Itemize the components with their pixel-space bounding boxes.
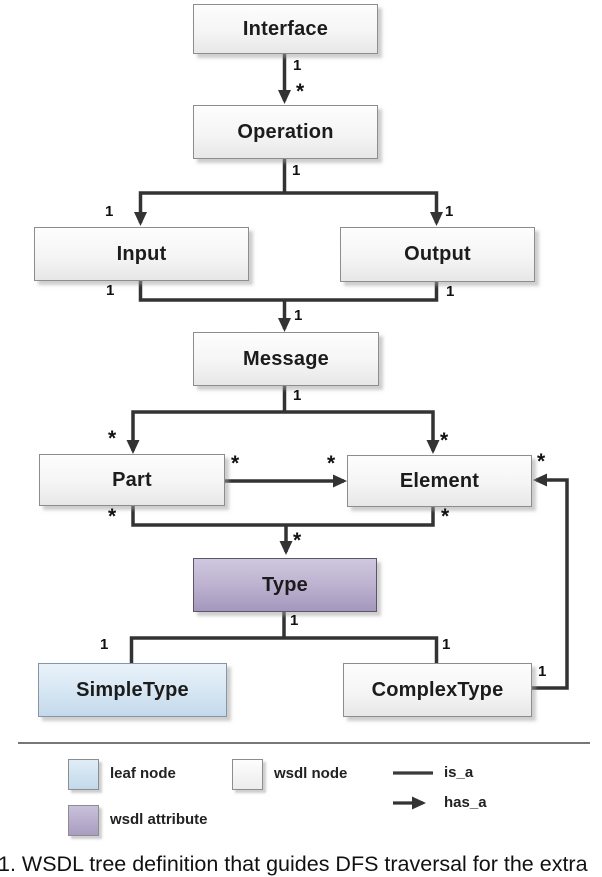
has-a-label: has_a	[444, 794, 487, 811]
multiplicity-label: *	[440, 429, 449, 452]
multiplicity-label: *	[231, 452, 240, 475]
edge-type-subtypes	[129, 636, 439, 663]
is-a-label: is_a	[444, 764, 474, 781]
multiplicity-label: 1	[445, 203, 454, 220]
multiplicity-label: *	[327, 452, 336, 475]
edge-input-output-join	[138, 279, 439, 302]
node-complextype: ComplexType	[343, 663, 532, 717]
multiplicity-label: *	[293, 529, 302, 552]
multiplicity-label: 1	[293, 57, 302, 74]
multiplicity-label: 1	[446, 283, 455, 300]
multiplicity-label: *	[296, 80, 305, 103]
edge-part-element-join	[131, 504, 435, 527]
node-message: Message	[193, 332, 379, 386]
multiplicity-label: *	[441, 505, 450, 528]
multiplicity-label: *	[108, 427, 117, 450]
multiplicity-label: *	[108, 505, 117, 528]
figure-caption: 1. WSDL tree definition that guides DFS …	[0, 852, 588, 876]
node-simpletype: SimpleType	[38, 663, 227, 717]
leaf-node-swatch	[68, 759, 99, 790]
multiplicity-label: 1	[100, 636, 109, 653]
wsdl-node-swatch	[232, 759, 263, 790]
wsdl-attribute-label: wsdl attribute	[110, 811, 208, 828]
multiplicity-label: 1	[290, 612, 299, 629]
node-input: Input	[34, 227, 249, 281]
multiplicity-label: 1	[442, 636, 451, 653]
node-interface: Interface	[193, 4, 378, 54]
node-operation: Operation	[193, 105, 378, 159]
node-part: Part	[39, 454, 225, 506]
wsdl-node-label: wsdl node	[274, 765, 348, 782]
multiplicity-label: 1	[292, 162, 301, 179]
multiplicity-label: *	[537, 450, 546, 473]
multiplicity-label: 1	[293, 387, 302, 404]
edge-complextype-element	[530, 473, 569, 690]
multiplicity-label: 1	[538, 663, 547, 680]
leaf-node-label: leaf node	[110, 765, 176, 782]
multiplicity-label: 1	[294, 307, 303, 324]
edge-operation-input-output	[134, 191, 443, 226]
node-type: Type	[193, 558, 377, 612]
wsdl-attribute-swatch	[68, 805, 99, 836]
node-output: Output	[340, 227, 535, 282]
multiplicity-label: 1	[105, 203, 114, 220]
node-element: Element	[347, 455, 532, 507]
edge-message-part-element	[126, 410, 440, 454]
multiplicity-label: 1	[106, 282, 115, 299]
